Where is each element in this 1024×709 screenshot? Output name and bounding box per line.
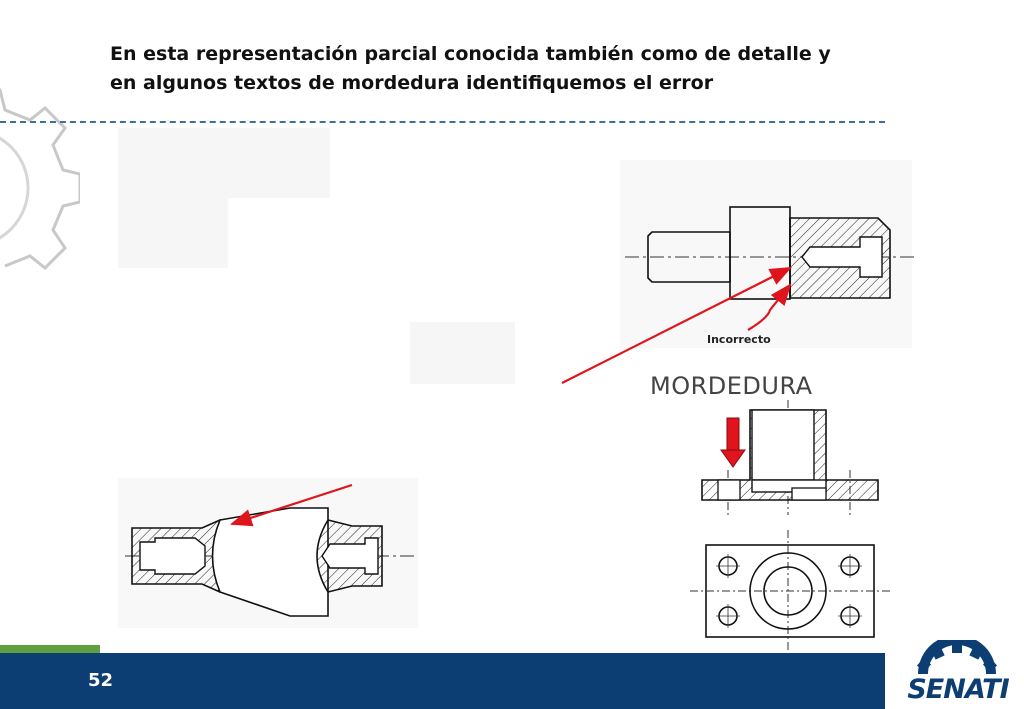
- mordedura-label: MORDEDURA: [650, 372, 813, 400]
- senati-logo-gear-icon: [916, 640, 998, 675]
- faded-panel: [118, 198, 228, 268]
- shaft-detail-drawing: [625, 206, 915, 300]
- title-line-1: En esta representación parcial conocida …: [110, 43, 831, 65]
- faded-panel: [410, 322, 515, 384]
- footer-bar: [0, 653, 885, 709]
- title-line-2: en algunos textos de mordedura identifiq…: [110, 72, 714, 94]
- slide-title: En esta representación parcial conocida …: [110, 40, 831, 98]
- down-arrow-icon: [720, 417, 746, 468]
- flange-section-drawing: [690, 400, 890, 650]
- red-arrow-line: [747, 283, 792, 331]
- footer-accent: [0, 645, 100, 653]
- gear-icon: [0, 88, 80, 270]
- page-number: 52: [88, 670, 114, 691]
- fitting-detail-drawing: [125, 507, 415, 617]
- red-arrow-line: [229, 483, 353, 527]
- faded-panel: [118, 128, 330, 198]
- title-divider: [0, 121, 885, 123]
- red-arrow-line: [561, 267, 792, 384]
- incorrect-label: Incorrecto: [707, 333, 771, 346]
- senati-logo-text: SENATI: [907, 674, 1009, 705]
